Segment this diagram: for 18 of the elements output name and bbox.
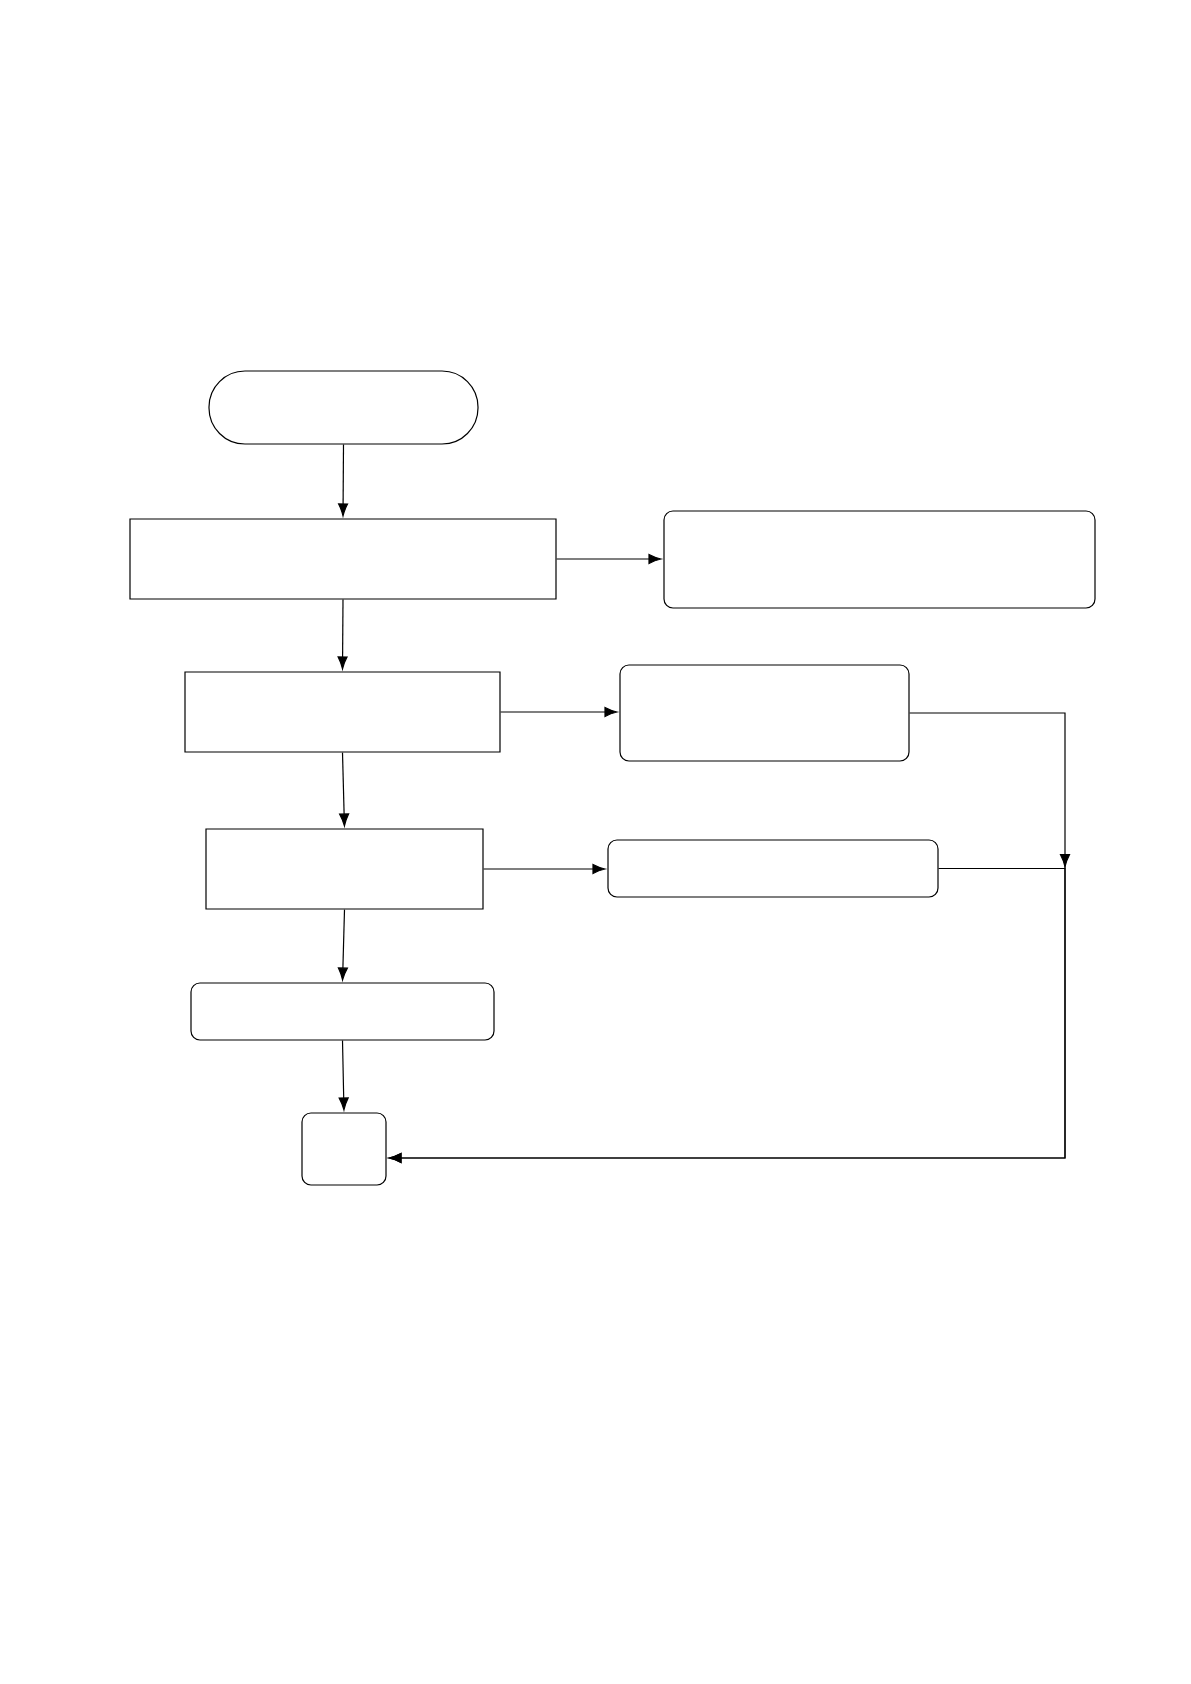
- arrow: [500, 706, 618, 718]
- process-box: [129, 518, 557, 600]
- arrow: [338, 1040, 349, 1111]
- arrow: [337, 909, 348, 981]
- arrow: [483, 863, 606, 875]
- rounded-box: [301, 1112, 387, 1186]
- arrow: [338, 444, 349, 517]
- rounded-box: [190, 982, 495, 1041]
- arrow: [388, 854, 1071, 1164]
- rounded-box: [663, 510, 1096, 609]
- arrow: [556, 553, 662, 565]
- arrow: [337, 599, 348, 670]
- terminal-shape: [208, 370, 479, 445]
- arrow: [339, 752, 350, 827]
- process-box: [205, 828, 484, 910]
- process-box: [184, 671, 501, 753]
- rounded-box: [607, 839, 939, 898]
- rounded-box: [619, 664, 910, 762]
